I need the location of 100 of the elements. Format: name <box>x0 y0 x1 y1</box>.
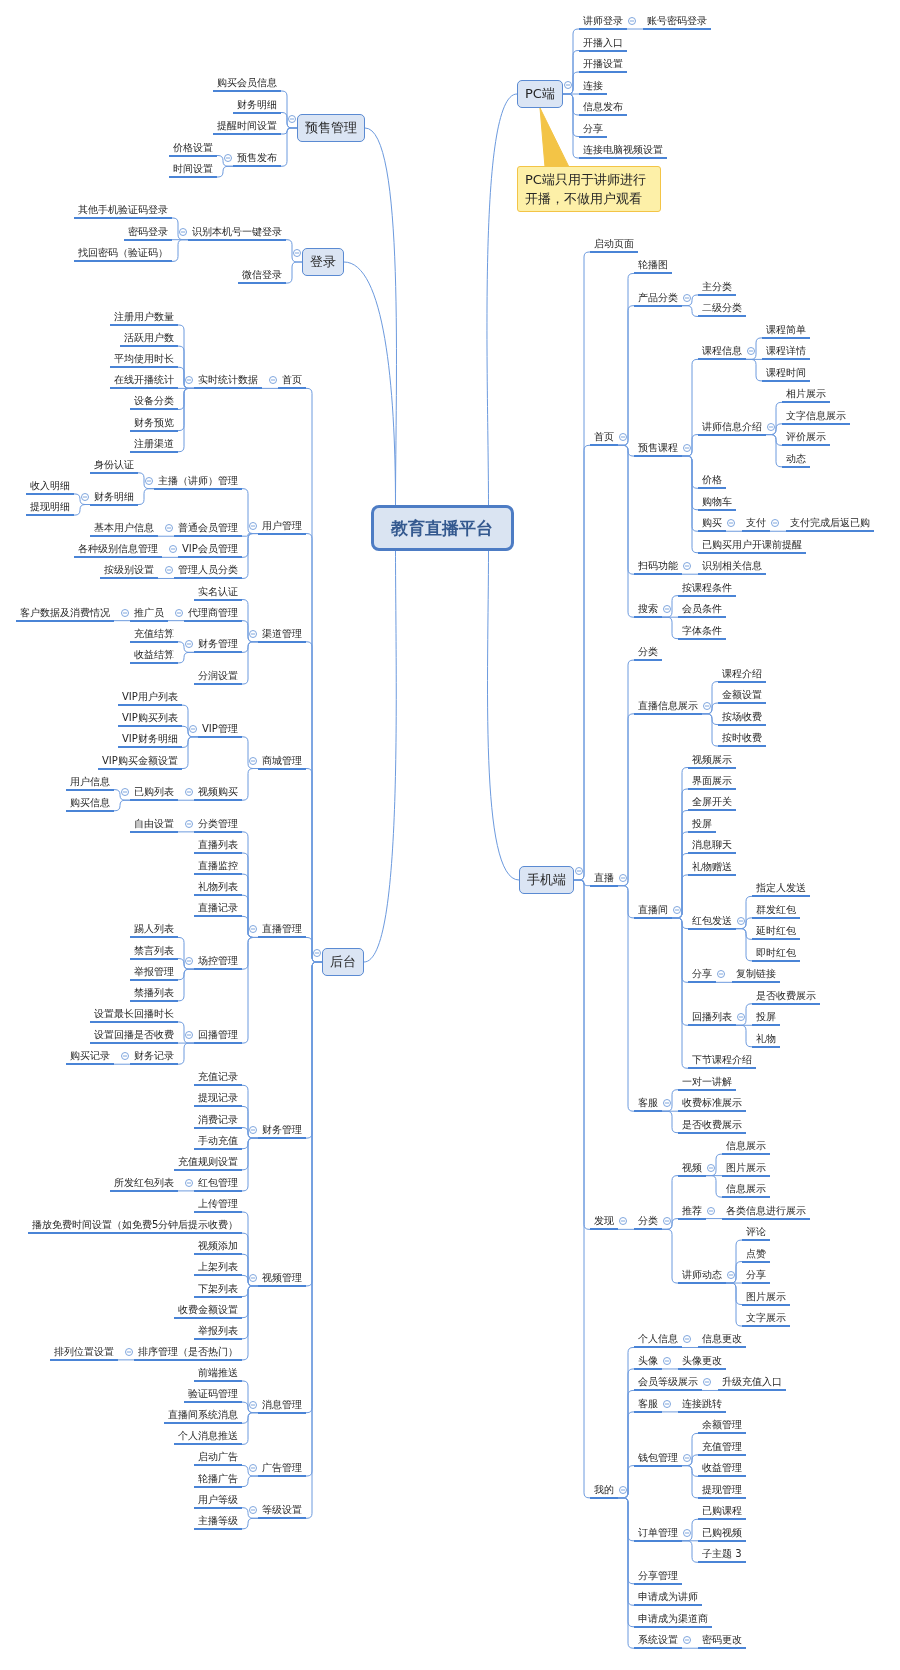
branch-line <box>241 1475 259 1488</box>
subtopic-label: 直播监控 <box>194 859 242 876</box>
branch-line <box>157 535 175 537</box>
branch-line <box>241 1517 259 1530</box>
subtopic-label: 注册渠道 <box>130 436 178 453</box>
subtopic-label: 找回密码（验证码） <box>74 246 172 263</box>
subtopic-label: 推广员 <box>130 605 168 622</box>
branch-line <box>113 799 131 812</box>
subtopic-label: 充值管理 <box>698 1439 746 1456</box>
subtopic-label: 消费记录 <box>194 1112 242 1129</box>
subtopic-label: 密码更改 <box>698 1633 746 1650</box>
subtopic-label: 群发红包 <box>752 902 800 919</box>
subtopic-label: 举报列表 <box>194 1323 242 1340</box>
subtopic-label: 排序管理（是否热门） <box>134 1344 242 1361</box>
branch-line <box>241 1285 259 1361</box>
branch-line <box>705 1175 723 1198</box>
subtopic-label: 财务预览 <box>130 415 178 432</box>
subtopic-label: 视频 <box>678 1160 706 1177</box>
subtopic-label: 分享 <box>742 1268 770 1285</box>
subtopic-label: 财务管理 <box>194 637 242 654</box>
subtopic-label: 各类信息进行展示 <box>722 1203 810 1220</box>
subtopic-label: 下节课程介绍 <box>688 1053 756 1070</box>
branch-line <box>705 1218 723 1220</box>
subtopic-label: 收益结算 <box>130 647 178 664</box>
subtopic-label: 推荐 <box>678 1203 706 1220</box>
subtopic-label: 讲师信息介绍 <box>698 419 766 436</box>
subtopic-label: 消息管理 <box>258 1397 306 1414</box>
subtopic-label: 余额管理 <box>698 1418 746 1435</box>
branch-line <box>177 968 195 1002</box>
subtopic-label: 验证码管理 <box>184 1387 242 1404</box>
subtopic-label: 轮播图 <box>634 258 672 275</box>
subtopic-label: 用户等级 <box>194 1492 242 1509</box>
central-topic-box: 教育直播平台 <box>370 505 514 551</box>
subtopic-label: 信息展示 <box>722 1139 770 1156</box>
subtopic-label: 购物车 <box>698 494 736 511</box>
subtopic-label: 身份认证 <box>90 457 138 474</box>
subtopic-label: 购买会员信息 <box>213 76 281 92</box>
subtopic-label: 预售发布 <box>233 151 281 168</box>
branch-line <box>661 1110 679 1134</box>
branch-line <box>671 917 689 1069</box>
subtopic-label: 分类 <box>634 1214 662 1231</box>
branch-line <box>161 556 179 558</box>
subtopic-label: VIP购买列表 <box>118 711 182 728</box>
subtopic-label: 踢人列表 <box>130 922 178 939</box>
subtopic-label: 是否收费展示 <box>678 1117 746 1134</box>
main-topic-box: 后台 <box>322 948 364 976</box>
subtopic-label: 一对一讲解 <box>678 1074 736 1091</box>
branch-line <box>177 387 195 453</box>
branch-line <box>157 577 175 579</box>
branch-line <box>241 768 259 801</box>
branch-line <box>261 387 279 389</box>
subtopic-label: 课程简单 <box>762 322 810 339</box>
branch-line <box>487 550 520 881</box>
subtopic-label: 子主题 3 <box>698 1547 746 1564</box>
subtopic-label: 识别本机号一键登录 <box>188 224 286 241</box>
subtopic-label: 上架列表 <box>194 1260 242 1277</box>
subtopic-label: 价格设置 <box>169 140 217 157</box>
subtopic-label: 头像更改 <box>678 1353 726 1370</box>
subtopic-label: 购买记录 <box>66 1049 114 1066</box>
subtopic-label: 连接电脑视频设置 <box>579 143 667 159</box>
subtopic-label: 投屏 <box>752 1010 780 1027</box>
subtopic-label: 分享 <box>579 121 607 138</box>
subtopic-label: 支付 <box>742 516 770 533</box>
branch-line <box>725 530 743 532</box>
subtopic-label: 产品分类 <box>634 290 682 307</box>
subtopic-label: 场控管理 <box>194 954 242 971</box>
main-topic-box: 登录 <box>302 248 344 276</box>
subtopic-label: 延时红包 <box>752 924 800 941</box>
branch-line <box>177 1190 195 1192</box>
subtopic-label: 平均使用时长 <box>110 352 178 369</box>
subtopic-label: 分享管理 <box>634 1568 682 1585</box>
branch-line <box>735 1024 753 1048</box>
branch-line <box>562 93 580 159</box>
branch-line <box>167 620 185 622</box>
subtopic-label: 直播 <box>590 870 618 887</box>
branch-line <box>617 885 635 1112</box>
branch-line <box>701 713 719 747</box>
subtopic-label: 图片展示 <box>742 1289 790 1306</box>
subtopic-label: 讲师登录 <box>579 14 627 30</box>
branch-line <box>343 261 396 506</box>
subtopic-label: 礼物赠送 <box>688 859 736 876</box>
subtopic-label: VIP用户列表 <box>118 690 182 707</box>
subtopic-label: 商城管理 <box>258 753 306 770</box>
subtopic-label: 活跃用户数 <box>120 331 178 348</box>
subtopic-label: 用户信息 <box>66 774 114 791</box>
branch-line <box>285 261 303 284</box>
subtopic-label: 红包管理 <box>194 1175 242 1192</box>
subtopic-label: 举报管理 <box>130 964 178 981</box>
subtopic-label: 预售课程 <box>634 441 682 458</box>
subtopic-label: 按场收费 <box>718 709 766 726</box>
subtopic-label: 密码登录 <box>124 224 172 241</box>
subtopic-label: 识别相关信息 <box>698 559 766 576</box>
branch-line <box>241 1137 259 1192</box>
subtopic-label: 连接跳转 <box>678 1396 726 1413</box>
subtopic-label: 分类 <box>634 645 662 662</box>
branch-line <box>617 1228 635 1230</box>
subtopic-label: 申请成为渠道商 <box>634 1611 712 1628</box>
branch-line <box>280 127 298 167</box>
subtopic-label: 财务记录 <box>130 1049 178 1066</box>
subtopic-label: VIP购买金额设置 <box>98 753 182 770</box>
